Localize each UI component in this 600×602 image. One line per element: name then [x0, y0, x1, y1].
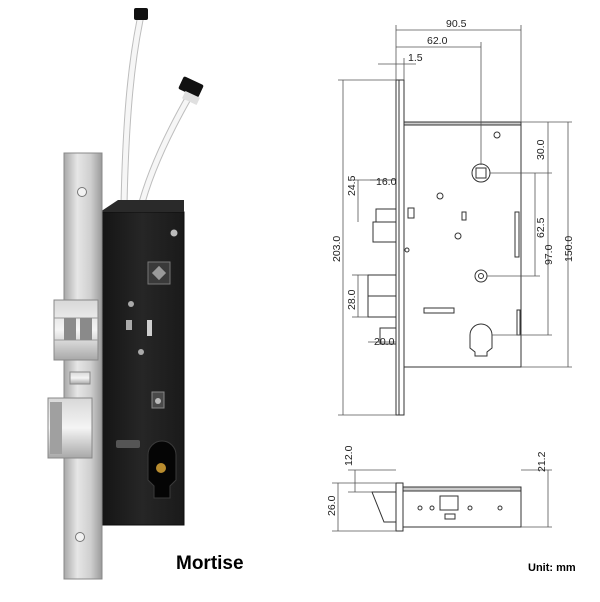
dim-top-to-handle: 24.5 [346, 175, 358, 196]
drawing-spindle [471, 163, 491, 183]
front-view-dimensions [338, 25, 572, 416]
dim-faceplate-height: 203.0 [331, 236, 343, 262]
dim-spindle-to-top: 30.0 [535, 139, 547, 160]
wire-connector-top [134, 8, 148, 20]
dim-spindle-to-cylinder: 62.5 [535, 217, 547, 238]
dim-overall-width: 90.5 [446, 18, 467, 30]
unit-note: Unit: mm [528, 562, 576, 574]
side-faceplate [395, 482, 404, 532]
side-view-dimensions [332, 469, 552, 532]
dim-side-top: 12.0 [343, 445, 355, 466]
side-view-drawing [371, 482, 522, 532]
dim-backset: 62.0 [427, 35, 448, 47]
mortise-lock-photo [47, 8, 204, 580]
drawing-cylinder [469, 323, 493, 357]
dim-latch-height: 28.0 [346, 289, 358, 310]
wire-connector-side [178, 76, 204, 98]
dim-case-height: 150.0 [563, 236, 575, 262]
dim-faceplate-thickness: 1.5 [408, 52, 423, 64]
front-view-drawing [367, 79, 522, 416]
latch-bolt [53, 299, 99, 361]
dim-handle-to-bottom: 97.0 [543, 244, 555, 265]
drawing-case [403, 121, 522, 368]
case-screw-top [170, 229, 178, 237]
product-caption: Mortise [176, 553, 244, 574]
faceplate-screw-top [77, 187, 87, 197]
dim-side-thickness: 26.0 [326, 495, 338, 516]
faceplate [63, 152, 103, 580]
drawing-faceplate [395, 79, 405, 416]
cylinder-cutout [147, 440, 177, 499]
side-view-dimension-labels: 12.0 26.0 21.2 [326, 445, 548, 516]
anti-friction-trigger [69, 371, 91, 385]
dim-latch-throw: 20.0 [374, 336, 395, 348]
dim-side-right: 21.2 [536, 451, 548, 472]
faceplate-screw-bottom [75, 532, 85, 542]
drawing-deadbolt [375, 208, 397, 223]
front-view-dimension-labels: 90.5 62.0 1.5 16.0 20.0 24.5 203.0 28.0 … [331, 18, 575, 348]
drawing-release [474, 269, 488, 283]
dim-deadbolt-offset: 16.0 [376, 176, 397, 188]
side-case [402, 486, 522, 528]
side-latch [371, 491, 397, 523]
wire-harness [120, 8, 204, 214]
